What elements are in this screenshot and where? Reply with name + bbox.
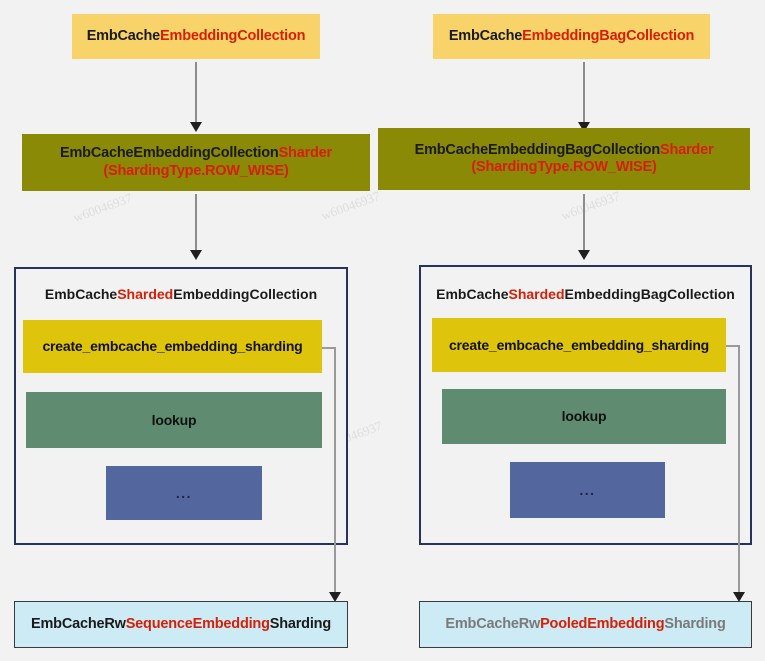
method-label: ... <box>175 484 193 501</box>
method-label: lookup <box>561 408 607 425</box>
connector-method-to-result <box>738 345 740 597</box>
method-box-lookup[interactable]: lookup <box>442 389 726 444</box>
connector-method-to-result <box>726 345 740 347</box>
result-label: EmbCacheRwSequenceEmbeddingSharding <box>31 615 331 632</box>
watermark: w60046937 <box>71 189 134 226</box>
sharder-box-embedding-collection[interactable]: EmbCacheEmbeddingCollectionSharder (Shar… <box>22 134 370 191</box>
sharder-label-line1: EmbCacheEmbeddingBagCollectionSharder <box>414 141 714 158</box>
method-box-create-embcache-embedding-sharding[interactable]: create_embcache_embedding_sharding <box>23 320 322 373</box>
method-box-lookup[interactable]: lookup <box>26 392 322 448</box>
connector-source-to-sharder <box>195 62 197 124</box>
source-box-embedding-bag-collection[interactable]: EmbCacheEmbeddingBagCollection <box>433 14 710 59</box>
source-label: EmbCacheEmbeddingCollection <box>86 27 306 44</box>
sharder-label-line2: (ShardingType.ROW_WISE) <box>103 162 289 179</box>
method-box-more[interactable]: ... <box>106 466 262 520</box>
panel-title: EmbCacheShardedEmbeddingBagCollection <box>436 286 735 302</box>
connector-source-to-sharder <box>583 62 585 124</box>
result-box-pooled-embedding-sharding[interactable]: EmbCacheRwPooledEmbeddingSharding <box>419 601 752 648</box>
arrowhead-icon <box>578 250 590 260</box>
method-label: lookup <box>151 411 197 428</box>
arrowhead-icon <box>190 122 202 132</box>
method-box-create-embcache-embedding-sharding[interactable]: create_embcache_embedding_sharding <box>432 318 726 372</box>
connector-sharder-to-panel <box>195 194 197 252</box>
result-box-sequence-embedding-sharding[interactable]: EmbCacheRwSequenceEmbeddingSharding <box>14 601 348 648</box>
result-label: EmbCacheRwPooledEmbeddingSharding <box>445 615 726 632</box>
watermark: w60046937 <box>319 187 382 224</box>
sharder-label-line2: (ShardingType.ROW_WISE) <box>471 159 657 175</box>
connector-method-to-result <box>322 347 336 349</box>
source-label: EmbCacheEmbeddingBagCollection <box>448 27 695 44</box>
connector-sharder-to-panel <box>583 194 585 252</box>
sharder-label-line1: EmbCacheEmbeddingCollectionSharder <box>60 145 332 162</box>
connector-method-to-result <box>334 347 336 597</box>
watermark: w60046937 <box>559 187 622 224</box>
method-label: create_embcache_embedding_sharding <box>42 338 303 355</box>
source-box-embedding-collection[interactable]: EmbCacheEmbeddingCollection <box>72 14 320 59</box>
arrowhead-icon <box>190 250 202 260</box>
method-box-more[interactable]: ... <box>510 462 665 518</box>
arrowhead-icon <box>329 592 341 602</box>
arrowhead-icon <box>578 122 590 132</box>
arrowhead-icon <box>733 592 745 602</box>
sharder-box-embedding-bag-collection[interactable]: EmbCacheEmbeddingBagCollectionSharder (S… <box>378 128 750 190</box>
method-label: create_embcache_embedding_sharding <box>448 336 710 353</box>
panel-title: EmbCacheShardedEmbeddingCollection <box>44 286 318 302</box>
method-label: ... <box>579 481 596 498</box>
